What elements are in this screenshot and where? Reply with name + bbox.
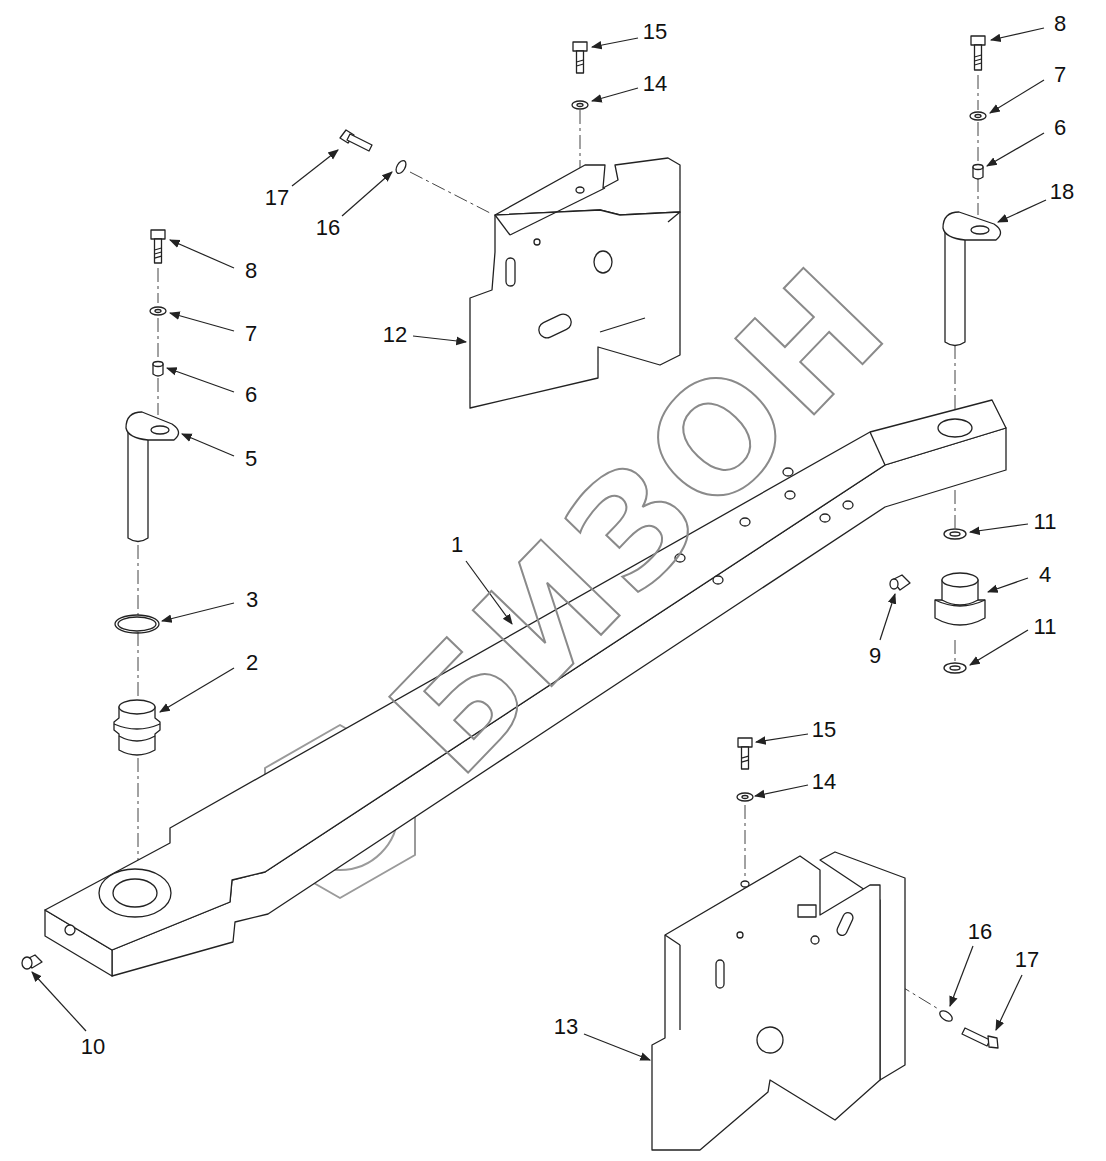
bushing-right	[890, 529, 985, 673]
callout-number: 18	[1050, 181, 1074, 203]
bolt-set-left	[150, 230, 166, 376]
callout-number: 4	[1039, 564, 1051, 586]
callout-number: 16	[968, 921, 992, 943]
callout-number: 2	[246, 652, 258, 674]
leader-lines	[32, 28, 1046, 1060]
callout-number: 7	[1054, 64, 1066, 86]
bushing	[114, 700, 160, 755]
callout-number: 6	[1054, 117, 1066, 139]
lower-bracket	[652, 852, 905, 1150]
callout-number: 11	[1034, 511, 1057, 533]
pin-right	[943, 36, 1001, 346]
callout-number: 10	[81, 1036, 105, 1058]
callout-number: 5	[245, 448, 257, 470]
upper-bracket	[470, 158, 680, 408]
callout-number: 15	[643, 21, 667, 43]
snap-ring	[115, 615, 159, 633]
callout-number: 9	[869, 645, 881, 667]
bolt-set-lower	[737, 738, 998, 1048]
callout-number: 14	[643, 73, 667, 95]
callout-number: 14	[812, 771, 836, 793]
callout-number: 6	[245, 384, 257, 406]
callout-number: 8	[245, 260, 257, 282]
callout-number: 1	[451, 534, 463, 556]
callout-number: 15	[812, 719, 836, 741]
bolt-set-upper	[340, 42, 588, 175]
callout-number: 11	[1034, 616, 1057, 638]
callout-number: 13	[554, 1016, 578, 1038]
callout-number: 8	[1054, 13, 1066, 35]
callout-number: 12	[383, 324, 407, 346]
callout-number: 17	[1015, 949, 1039, 971]
callout-number: 16	[316, 217, 340, 239]
callout-number: 3	[246, 589, 258, 611]
pin	[126, 412, 179, 542]
grease-fitting	[22, 955, 42, 969]
callout-number: 17	[265, 187, 289, 209]
callout-number: 7	[245, 323, 257, 345]
